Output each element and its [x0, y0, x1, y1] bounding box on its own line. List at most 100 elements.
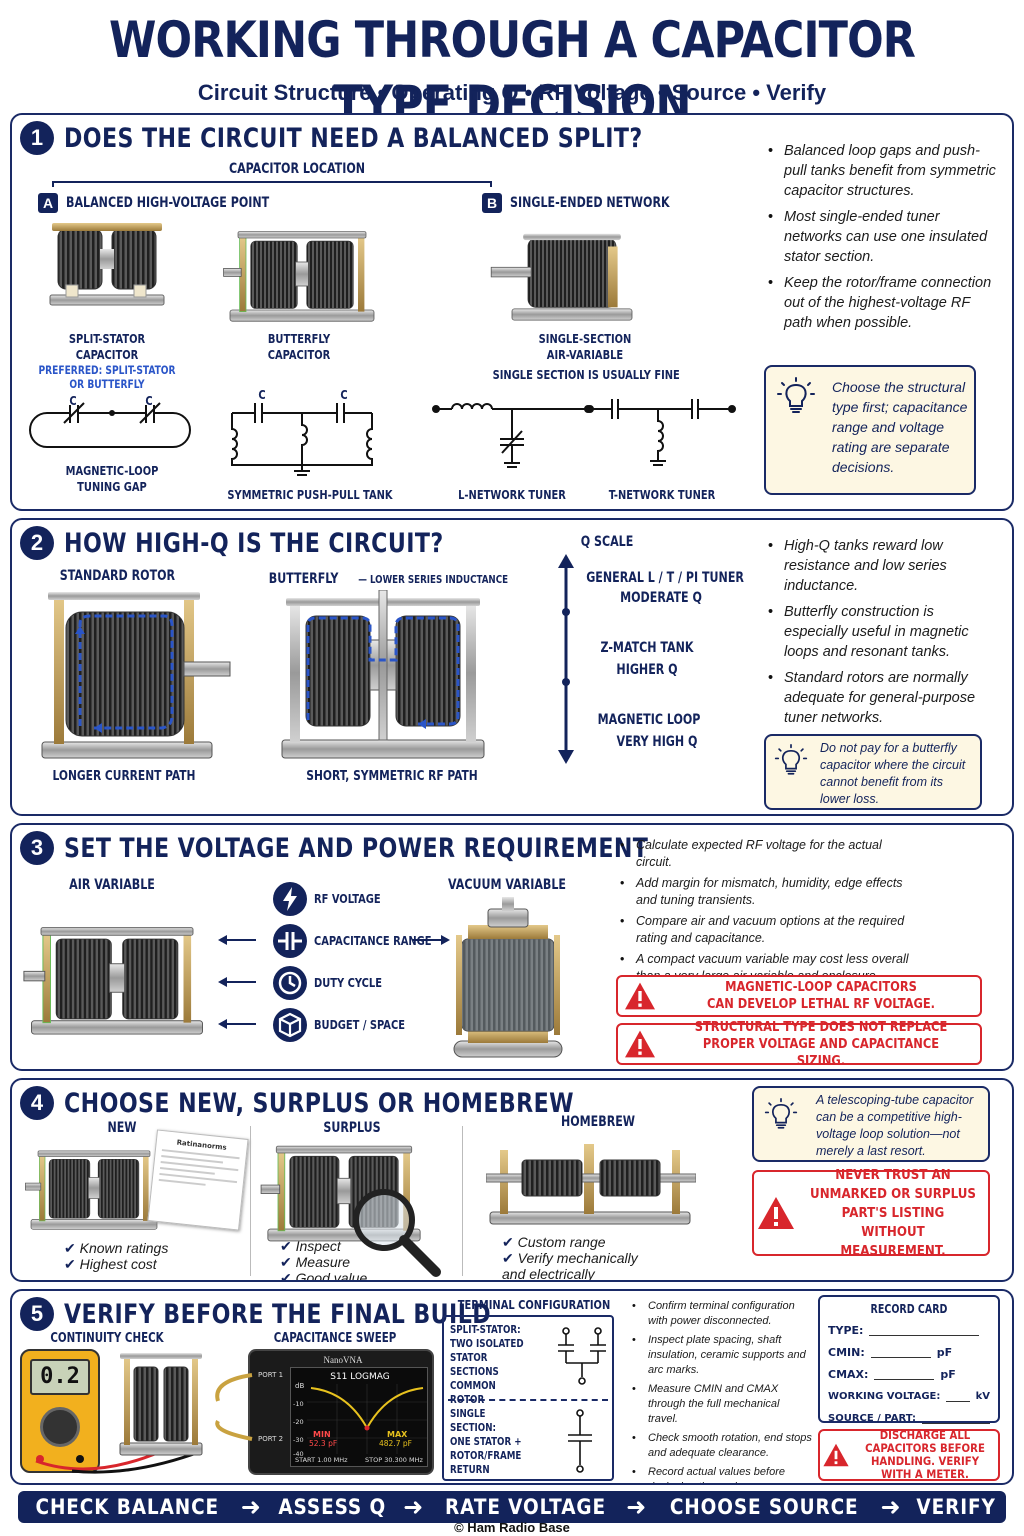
t-network-label: T-NETWORK TUNER — [608, 487, 716, 502]
q-level-higher-b: HIGHER Q — [616, 662, 678, 678]
flow-arrow-icon: ➜ — [626, 1493, 648, 1521]
step-number-4: 4 — [20, 1086, 54, 1120]
warning-icon — [623, 1029, 657, 1059]
l-network-schematic — [432, 403, 594, 468]
lightbulb-icon — [776, 377, 816, 417]
step-number-2: 2 — [20, 526, 54, 560]
section-4-title: CHOOSE NEW, SURPLUS OR HOMEBREW — [64, 1087, 575, 1119]
s5-bullet: Record actual values before designing th… — [632, 1465, 812, 1483]
section-5-bullets: Confirm terminal configuration with powe… — [632, 1299, 812, 1483]
split-stator-preferred: PREFERRED: SPLIT-STATOR OR BUTTERFLY — [38, 363, 176, 391]
group-a-title: BALANCED HIGH-VOLTAGE POINT — [66, 195, 270, 211]
location-bracket — [52, 181, 492, 187]
loop-c-mark-1: C — [69, 393, 77, 408]
warning-icon — [623, 981, 657, 1011]
factor-capacitance-range: CAPACITANCE RANGE — [314, 933, 432, 948]
homebrew-title: HOMEBREW — [560, 1114, 636, 1130]
factor-budget-space: BUDGET / SPACE — [314, 1017, 405, 1032]
section-2-tip: Do not pay for a butterfly capacitor whe… — [764, 734, 982, 810]
surplus-checks: Inspect Measure Good value — [280, 1238, 368, 1280]
s4-tip-text: A telescoping-tube capacitor can be a co… — [816, 1093, 974, 1158]
nanovna-min-value: 52.3 pF — [309, 1439, 338, 1448]
record-source-label: SOURCE / PART: — [828, 1412, 916, 1424]
loop-c-mark-2: C — [145, 393, 153, 408]
nanovna-unit: dB — [295, 1382, 305, 1390]
pushpull-c-mark-1: C — [258, 387, 266, 402]
section-2-bullets: High-Q tanks reward low resistance and l… — [768, 536, 1000, 734]
section-source: 4 CHOOSE NEW, SURPLUS OR HOMEBREW NEW SU… — [10, 1078, 1014, 1282]
air-variable-title: AIR VARIABLE — [69, 877, 155, 893]
homebrew-check: Verify mechanically and electrically — [502, 1250, 638, 1280]
q-level-very-high-a: MAGNETIC LOOP — [597, 712, 701, 728]
q-level-moderate-b: MODERATE Q — [620, 590, 702, 606]
nanovna-device: NanoVNA PORT 1 PORT 2 S11 LOGMAG dB -10 … — [248, 1349, 434, 1475]
butterfly-capacitor-image — [222, 219, 382, 329]
flow-step-verify: VERIFY — [916, 1495, 996, 1519]
record-cmax-label: CMAX: — [828, 1367, 869, 1381]
capacitor-symbol-icon — [273, 924, 307, 958]
vacuum-variable-image — [453, 897, 563, 1058]
homebrew-tube-capacitor-image — [486, 1144, 696, 1225]
nanovna-tick: -40 — [293, 1450, 304, 1458]
s1-bullet: Most single-ended tuner networks can use… — [768, 207, 1000, 267]
vacuum-variable-title: VACUUM VARIABLE — [447, 877, 566, 893]
s5-bullet: Confirm terminal configuration with powe… — [632, 1299, 812, 1329]
section-1-bullets: Balanced loop gaps and push-pull tanks b… — [768, 141, 1000, 339]
continuity-check-title: CONTINUITY CHECK — [50, 1331, 164, 1346]
new-title: NEW — [107, 1120, 137, 1136]
homebrew-check: Custom range — [502, 1234, 638, 1250]
group-b-title: SINGLE-ENDED NETWORK — [510, 195, 670, 211]
box-icon — [273, 1008, 307, 1042]
s2-bullet: Standard rotors are normally adequate fo… — [768, 668, 1000, 728]
record-type-label: TYPE: — [828, 1323, 864, 1337]
q-scale-title: Q SCALE — [580, 534, 634, 550]
section-3-bullets: Calculate expected RF voltage for the ac… — [620, 837, 910, 989]
nanovna-tick: -10 — [293, 1400, 304, 1408]
s5-bullet: Inspect plate spacing, shaft insulation,… — [632, 1333, 812, 1378]
vna-cables — [215, 1373, 253, 1441]
multimeter-reading: 0.2 — [40, 1364, 80, 1389]
s3-bullet: Compare air and vacuum options at the re… — [620, 913, 910, 947]
copyright: © Ham Radio Base — [454, 1520, 570, 1535]
lightning-icon — [273, 882, 307, 916]
flow-step-rate-voltage: RATE VOLTAGE — [444, 1495, 606, 1519]
term-single-text: SINGLE SECTION: ONE STATOR + ROTOR/FRAME… — [450, 1407, 522, 1476]
nanovna-trace-label: S11 LOGMAG — [330, 1372, 390, 1382]
section-balanced-split: 1 DOES THE CIRCUIT NEED A BALANCED SPLIT… — [10, 113, 1014, 511]
lightbulb-icon — [764, 1098, 798, 1132]
air-variable-image — [22, 893, 212, 1063]
q-level-moderate-a: GENERAL L / T / PI TUNER — [586, 570, 744, 586]
terminal-config-title: TERMINAL CONFIGURATION — [457, 1297, 611, 1312]
nanovna-brand: NanoVNA — [323, 1355, 363, 1365]
spec-sheet: Ratinanorms — [147, 1129, 249, 1231]
magnifier-icon — [353, 1189, 441, 1277]
nanovna-trace — [307, 1384, 427, 1454]
push-pull-tank-schematic — [231, 403, 373, 476]
capacitor-under-test-image — [119, 1353, 203, 1456]
process-flow-bar: CHECK BALANCE ➜ ASSESS Q ➜ RATE VOLTAGE … — [18, 1491, 1006, 1523]
warning-discharge-text: DISCHARGE ALL CAPACITORS BEFORE HANDLING… — [865, 1428, 985, 1481]
record-kv-unit: kV — [975, 1390, 990, 1402]
single-section-note: SINGLE SECTION IS USUALLY FINE — [492, 367, 680, 382]
section-4-header: 4 CHOOSE NEW, SURPLUS OR HOMEBREW — [20, 1086, 686, 1120]
record-pf-unit: pF — [940, 1367, 956, 1381]
factor-arrow-left-3 — [218, 1019, 256, 1029]
pushpull-c-mark-2: C — [340, 387, 348, 402]
section-1-header: 1 DOES THE CIRCUIT NEED A BALANCED SPLIT… — [20, 121, 770, 155]
nanovna-port1: PORT 1 — [258, 1371, 284, 1379]
nanovna-start: START 1.00 MHz — [295, 1456, 348, 1464]
butterfly-rotor-image — [281, 590, 485, 759]
butterfly-subtitle: — LOWER SERIES INDUCTANCE — [358, 573, 509, 586]
section-3-header: 3 SET THE VOLTAGE AND POWER REQUIREMENT — [20, 831, 777, 865]
record-cmax-row: CMAX: pF — [828, 1363, 990, 1385]
record-wv-row: WORKING VOLTAGE:kV — [828, 1385, 990, 1407]
multimeter-dial — [40, 1407, 80, 1447]
test-leads — [35, 1449, 203, 1474]
record-source-row: SOURCE / PART: — [828, 1407, 990, 1429]
short-path-caption: SHORT, SYMMETRIC RF PATH — [306, 768, 478, 784]
nanovna-stop: STOP 30.300 MHz — [365, 1456, 423, 1464]
butterfly-label: BUTTERFLY CAPACITOR — [267, 331, 331, 362]
page-title: WORKING THROUGH A CAPACITOR TYPE DECISIO… — [108, 11, 916, 133]
q-scale-arrow — [558, 554, 574, 764]
t-network-schematic — [584, 399, 736, 466]
